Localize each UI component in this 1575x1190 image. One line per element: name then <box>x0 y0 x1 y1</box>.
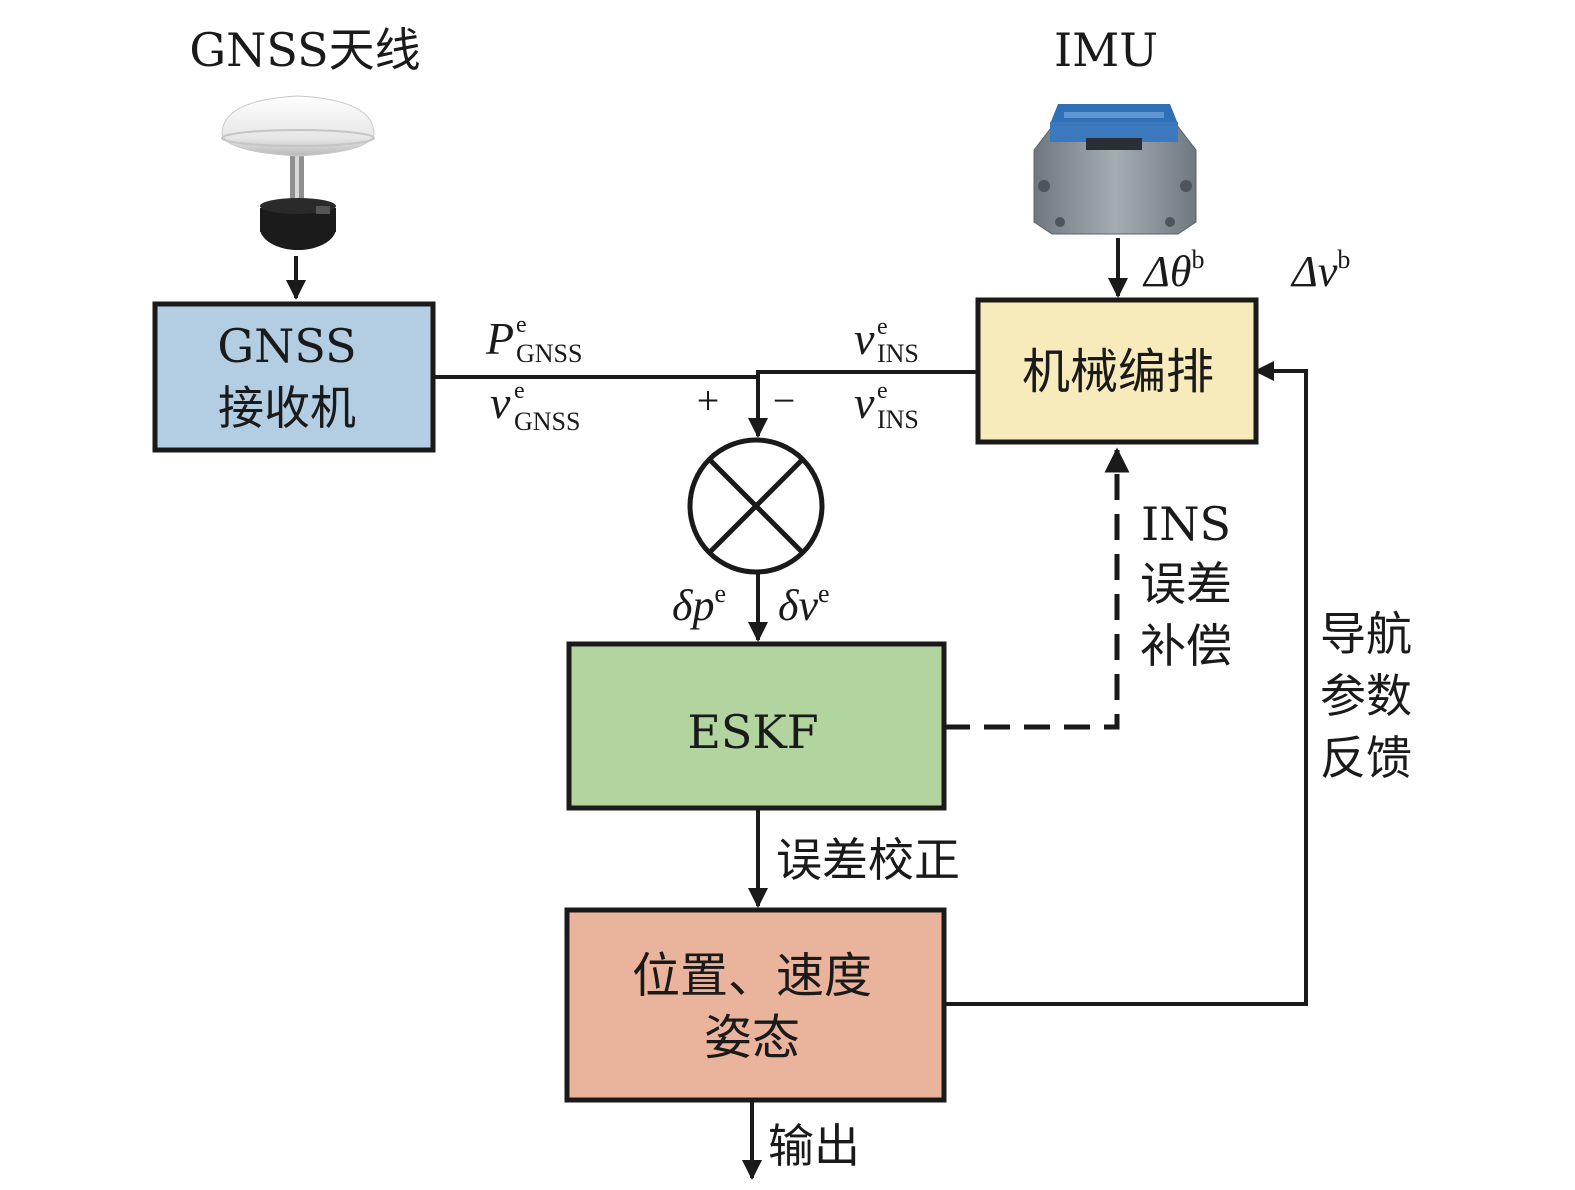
nav-feedback-arrow <box>944 361 1308 1006</box>
delta-p-label: δpe <box>672 579 726 630</box>
imu-label: IMU <box>1054 23 1158 77</box>
svg-text:反馈: 反馈 <box>1320 731 1412 785</box>
gnss-antenna-icon <box>221 95 375 250</box>
v-ins-bottom-label: v e INS <box>854 377 919 434</box>
output-state-label-line2: 姿态 <box>704 1010 800 1066</box>
output-state-block: 位置、速度 姿态 <box>564 907 947 1103</box>
mechanization-label: 机械编排 <box>1022 344 1214 400</box>
svg-text:误差: 误差 <box>1140 557 1232 611</box>
svg-text:e: e <box>514 378 525 404</box>
ins-output-line <box>748 370 978 438</box>
minus-sign: − <box>773 378 796 423</box>
p-gnss-label: P e GNSS <box>485 312 582 368</box>
svg-text:v: v <box>854 377 875 428</box>
svg-text:参数: 参数 <box>1320 669 1412 723</box>
svg-text:导航: 导航 <box>1320 607 1412 661</box>
plus-sign: + <box>697 378 720 423</box>
svg-text:INS: INS <box>877 405 919 434</box>
eskf-block: ESKF <box>566 641 947 811</box>
gnss-receiver-block: GNSS 接收机 <box>152 301 436 453</box>
output-label: 输出 <box>768 1119 860 1173</box>
mechanization-block: 机械编排 <box>975 297 1259 445</box>
svg-text:GNSS: GNSS <box>516 339 582 368</box>
delta-v-label: δve <box>778 579 830 630</box>
v-gnss-label: v e GNSS <box>490 377 580 436</box>
svg-text:e: e <box>516 312 527 338</box>
ins-compensation-label: INS 误差 补偿 <box>1140 497 1232 673</box>
svg-text:INS: INS <box>877 339 919 368</box>
nav-feedback-label: 导航 参数 反馈 <box>1320 607 1412 785</box>
summing-junction <box>687 437 825 575</box>
imu-icon <box>1033 104 1197 235</box>
imu-delta-v-label: Δvb <box>1290 245 1350 296</box>
svg-text:INS: INS <box>1141 497 1231 551</box>
gnss-receiver-label-line2: 接收机 <box>218 381 356 435</box>
eskf-label: ESKF <box>687 705 818 759</box>
v-ins-top-label: v e INS <box>854 313 919 368</box>
svg-text:e: e <box>877 378 888 404</box>
svg-text:GNSS: GNSS <box>514 407 580 436</box>
imu-delta-theta-label: Δθb <box>1142 245 1204 296</box>
svg-text:e: e <box>877 314 888 340</box>
error-correction-label: 误差校正 <box>776 833 960 887</box>
output-state-label-line1: 位置、速度 <box>632 948 872 1004</box>
gnss-receiver-label-line1: GNSS <box>217 319 356 373</box>
ins-compensation-dashed-arrow <box>944 447 1130 730</box>
svg-text:补偿: 补偿 <box>1140 619 1232 673</box>
gnss-antenna-label: GNSS天线 <box>189 23 420 77</box>
svg-text:v: v <box>854 313 875 364</box>
svg-text:v: v <box>490 377 511 428</box>
svg-text:P: P <box>485 313 514 364</box>
